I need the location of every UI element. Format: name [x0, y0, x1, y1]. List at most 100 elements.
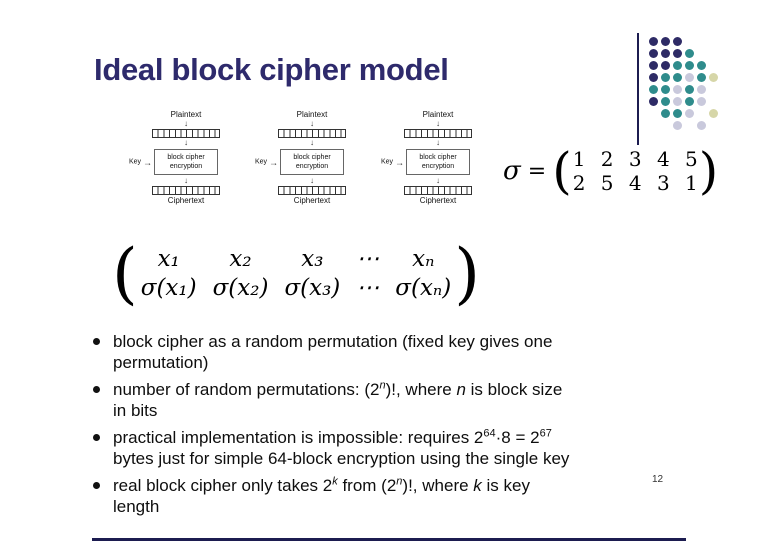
dot-decoration	[649, 37, 721, 133]
key-label: Key	[380, 158, 393, 166]
decoration-dot	[661, 37, 670, 46]
decoration-dot	[649, 97, 658, 106]
decoration-dot	[685, 85, 694, 94]
decoration-dot	[685, 49, 694, 58]
matrix-cell: σ(x₃)	[284, 275, 341, 301]
decoration-dot	[673, 37, 682, 46]
key-input: Key →	[128, 158, 152, 167]
decoration-dot	[697, 73, 706, 82]
matrix-cell: ⋯	[356, 275, 380, 301]
matrix-cell: x₃	[301, 246, 324, 272]
decoration-dot	[685, 109, 694, 118]
bullet-item: number of random permutations: (2n)!, wh…	[88, 379, 688, 421]
ciphertext-label: Ciphertext	[167, 196, 205, 205]
decoration-dot	[661, 97, 670, 106]
equals-sign: =	[527, 158, 547, 184]
bullet-list: block cipher as a random permutation (fi…	[88, 331, 688, 523]
decoration-dot	[685, 73, 694, 82]
key-input: Key →	[380, 157, 404, 167]
decoration-dot	[661, 49, 670, 58]
decoration-dot	[673, 85, 682, 94]
decoration-dot	[649, 61, 658, 70]
matrix-cell: σ(xₙ)	[395, 275, 452, 301]
encryption-row: Key → block cipher encryption	[381, 149, 488, 175]
ciphertext-band	[278, 186, 346, 195]
decoration-dot	[697, 85, 706, 94]
key-input: Key →	[254, 158, 278, 167]
decoration-dot	[649, 85, 658, 94]
bullet-item: real block cipher only takes 2k from (2n…	[88, 475, 688, 517]
plaintext-band	[152, 129, 220, 138]
block-cipher-diagram: Plaintext ↓ ↓ Key → block cipher encrypt…	[381, 110, 488, 206]
ciphertext-label: Ciphertext	[419, 196, 457, 205]
bullet-text: block cipher as a random permutation (fi…	[113, 332, 553, 372]
bullet-marker-icon	[93, 338, 100, 345]
bullet-marker-icon	[93, 434, 100, 441]
decoration-dot	[709, 109, 718, 118]
decoration-dot	[661, 61, 670, 70]
matrix-cell: x₁	[157, 246, 180, 272]
ciphertext-band	[152, 186, 220, 195]
key-label: Key	[128, 158, 141, 166]
bullet-text: real block cipher only takes 2k from (2n…	[113, 475, 530, 516]
right-arrow-icon: →	[395, 157, 404, 167]
right-paren: )	[454, 234, 480, 312]
down-arrow-icon: ↓	[436, 119, 440, 128]
decoration-dot	[685, 61, 694, 70]
left-paren: (	[112, 234, 138, 312]
down-arrow-icon: ↓	[436, 138, 440, 147]
decoration-dot	[673, 97, 682, 106]
bullet-item: block cipher as a random permutation (fi…	[88, 331, 688, 373]
encryption-row: Key → block cipher encryption	[129, 149, 236, 175]
plaintext-band	[404, 129, 472, 138]
down-arrow-icon: ↓	[184, 119, 188, 128]
matrix-grid: x₁ x₂ x₃ ⋯ xₙ σ(x₁) σ(x₂) σ(x₃) ⋯ σ(xₙ)	[141, 245, 451, 303]
matrix-cell: x₂	[229, 246, 252, 272]
plaintext-label: Plaintext	[422, 110, 454, 119]
down-arrow-icon: ↓	[310, 138, 314, 147]
decoration-dot	[661, 73, 670, 82]
bullet-marker-icon	[93, 386, 100, 393]
plaintext-band	[278, 129, 346, 138]
decoration-dot	[649, 73, 658, 82]
block-cipher-box: block cipher encryption	[406, 149, 470, 175]
slide-title: Ideal block cipher model	[94, 52, 449, 87]
bullet-marker-icon	[93, 482, 100, 489]
matrix-cell: σ(x₁)	[140, 275, 197, 301]
key-label: Key	[254, 158, 267, 166]
bullet-item: practical implementation is impossible: …	[88, 427, 688, 469]
decoration-dot	[673, 49, 682, 58]
left-paren: (	[552, 141, 572, 200]
decoration-dot	[661, 85, 670, 94]
matrix-cell: σ(x₂)	[212, 275, 269, 301]
block-cipher-box: block cipher encryption	[154, 149, 218, 175]
matrix-cell: xₙ	[412, 246, 435, 272]
block-cipher-diagram: Plaintext ↓ ↓ Key → block cipher encrypt…	[129, 110, 236, 206]
matrix-cell: ⋯	[356, 246, 380, 272]
decoration-dot	[673, 73, 682, 82]
sigma-row-bottom: 2 5 4 3 1	[572, 171, 698, 195]
decoration-dot	[685, 97, 694, 106]
ciphertext-label: Ciphertext	[293, 196, 331, 205]
block-cipher-diagrams: Plaintext ↓ ↓ Key → block cipher encrypt…	[129, 110, 488, 206]
decoration-dot	[673, 61, 682, 70]
bullet-text: practical implementation is impossible: …	[113, 427, 570, 468]
ciphertext-band	[404, 186, 472, 195]
plaintext-label: Plaintext	[170, 110, 202, 119]
decoration-dot	[709, 73, 718, 82]
right-paren: )	[698, 141, 719, 200]
page-number: 12	[652, 474, 664, 485]
sigma-symbol: σ	[503, 156, 521, 186]
down-arrow-icon: ↓	[184, 138, 188, 147]
decoration-line	[637, 33, 639, 145]
down-arrow-icon: ↓	[436, 176, 440, 185]
decoration-dot	[697, 121, 706, 130]
block-cipher-diagram: Plaintext ↓ ↓ Key → block cipher encrypt…	[255, 110, 362, 206]
sigma-rows: 1 2 3 4 5 2 5 4 3 1	[573, 147, 698, 195]
encryption-row: Key → block cipher encryption	[255, 149, 362, 175]
decoration-dot	[649, 37, 658, 46]
block-cipher-box: block cipher encryption	[280, 149, 344, 175]
sigma-row-top: 1 2 3 4 5	[572, 147, 698, 171]
down-arrow-icon: ↓	[310, 119, 314, 128]
decoration-dot	[661, 109, 670, 118]
